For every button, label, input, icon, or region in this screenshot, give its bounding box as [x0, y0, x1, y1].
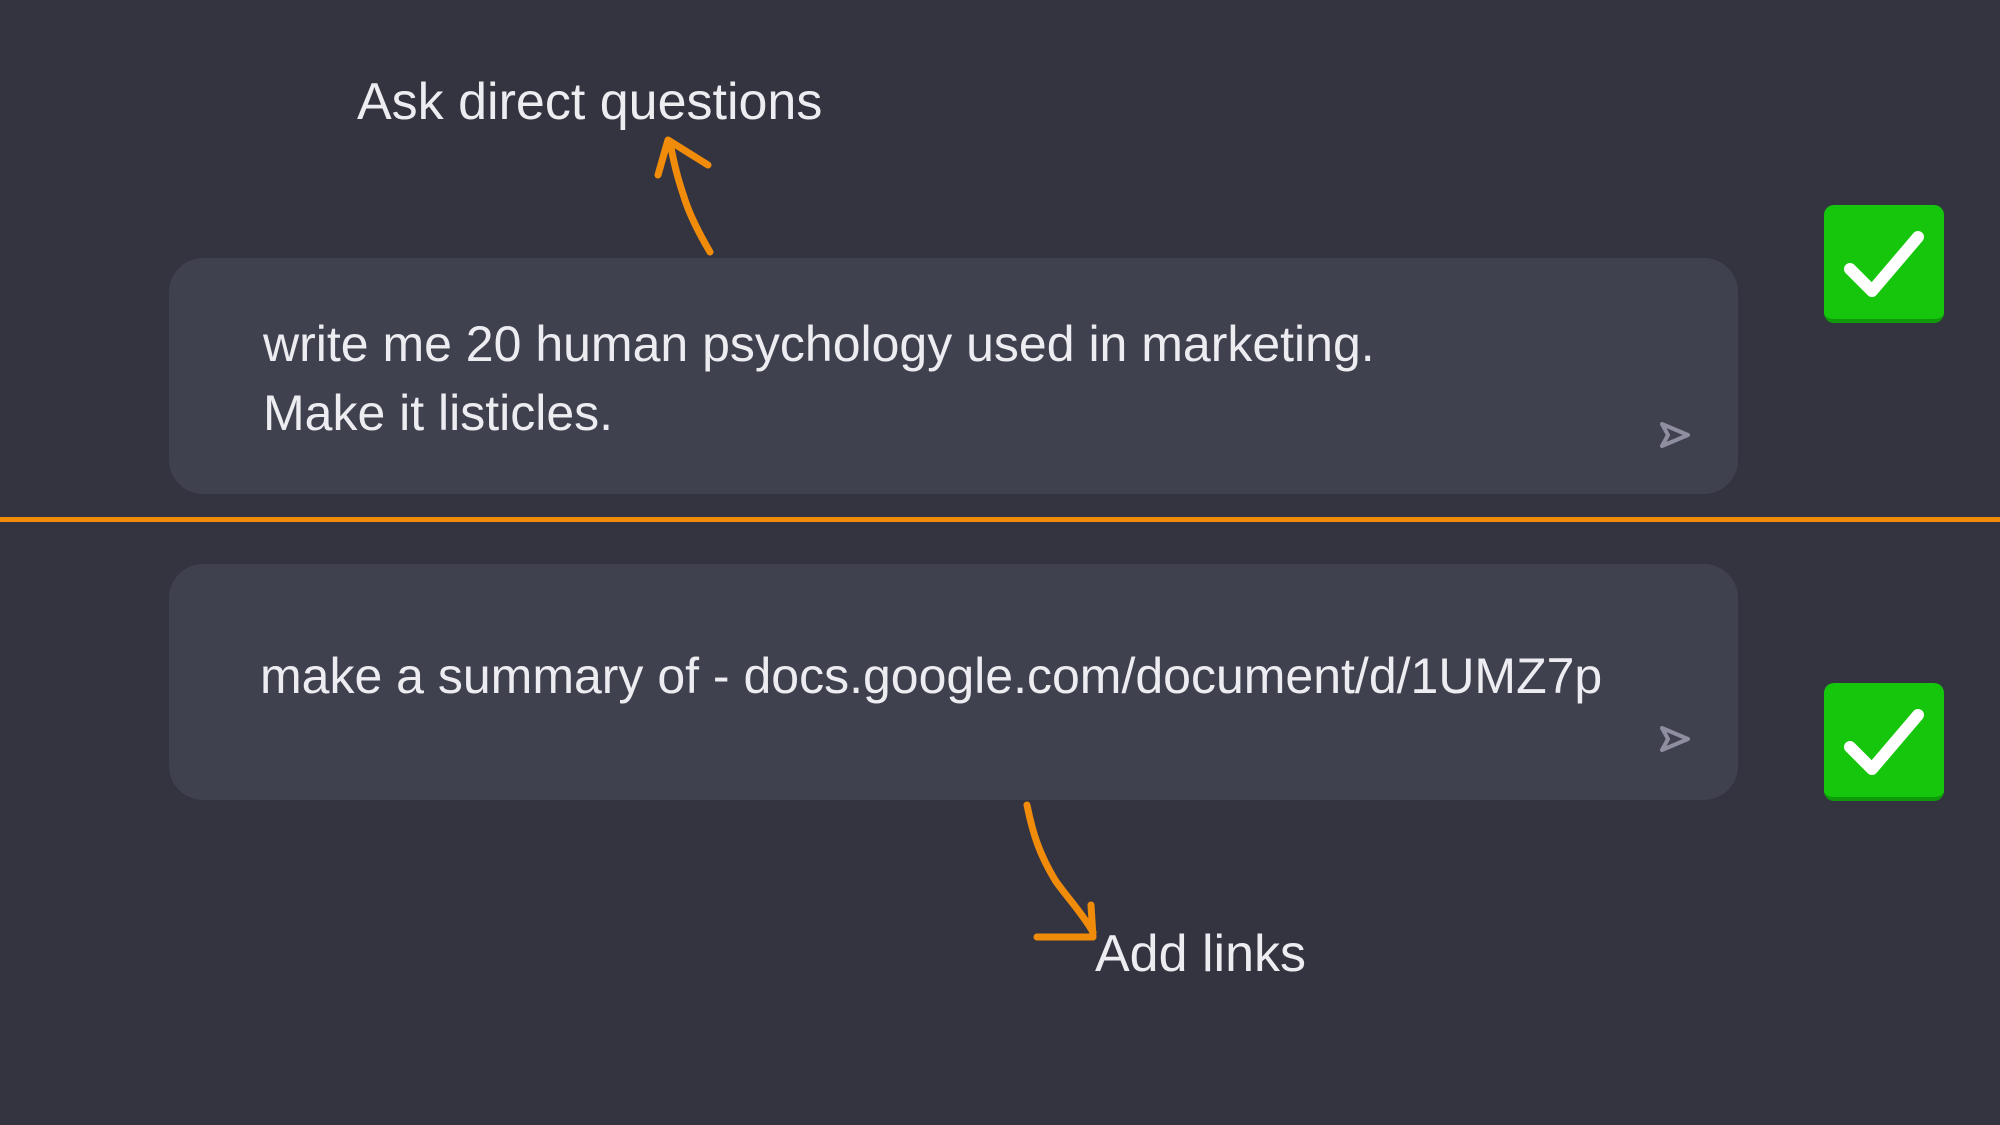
prompt-text-1: write me 20 human psychology used in mar… [263, 310, 1375, 448]
checkmark-badge-1 [1824, 205, 1944, 323]
prompt-text-2: make a summary of - docs.google.com/docu… [260, 642, 1602, 711]
arrow-down-icon [1023, 801, 1097, 941]
prompt-input-box-2[interactable]: make a summary of - docs.google.com/docu… [169, 564, 1738, 800]
prompt-line: Make it listicles. [263, 385, 614, 441]
annotation-ask-direct-questions: Ask direct questions [357, 73, 823, 131]
checkmark-badge-2 [1824, 683, 1944, 801]
send-arrow-icon[interactable] [1660, 422, 1690, 448]
prompt-line: make a summary of - docs.google.com/docu… [260, 648, 1603, 704]
send-arrow-icon[interactable] [1660, 726, 1690, 752]
section-divider [0, 517, 2000, 522]
checkmark-icon [1844, 231, 1924, 297]
checkmark-icon [1844, 709, 1924, 775]
arrow-up-icon [654, 136, 714, 256]
annotation-add-links: Add links [1095, 925, 1306, 983]
prompt-line: write me 20 human psychology used in mar… [263, 316, 1375, 372]
prompt-input-box-1[interactable]: write me 20 human psychology used in mar… [169, 258, 1738, 494]
